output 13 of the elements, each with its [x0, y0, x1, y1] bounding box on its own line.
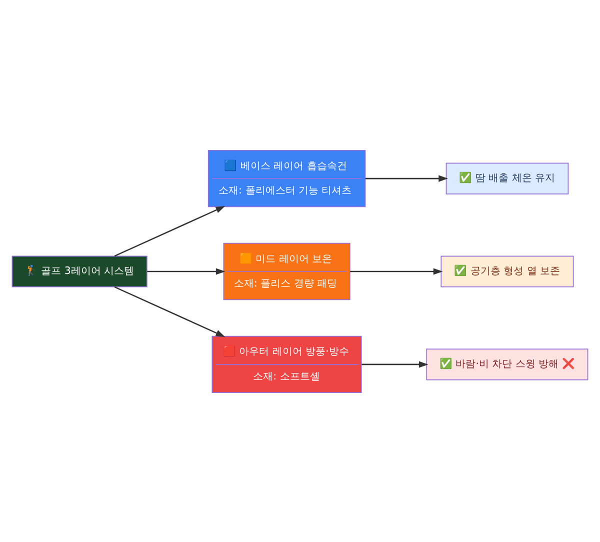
arrow [114, 206, 226, 256]
arrow [365, 174, 448, 182]
node-box: ✅ 땀 배출 체온 유지 [446, 162, 569, 194]
node-box: 🟦 베이스 레이어 흡습속건 소재: 폴리에스터 기능 티셔츠 [208, 149, 366, 207]
arrow [362, 360, 428, 368]
node-box: 🟥 아우터 레이어 방풍·방수 소재: 소프트셸 [212, 335, 362, 393]
node-box: 🏌 골프 3레이어 시스템 [12, 255, 148, 287]
arrow [114, 286, 226, 336]
arrow [147, 268, 226, 274]
node-box: ✅ 바람·비 차단 스윙 방해 ❌ [426, 348, 588, 380]
arrow [350, 268, 443, 274]
node-box: ✅ 공기층 형성 열 보존 [440, 255, 574, 287]
node-box: 🟧 미드 레이어 보온 소재: 플리스 경량 패딩 [223, 242, 350, 300]
